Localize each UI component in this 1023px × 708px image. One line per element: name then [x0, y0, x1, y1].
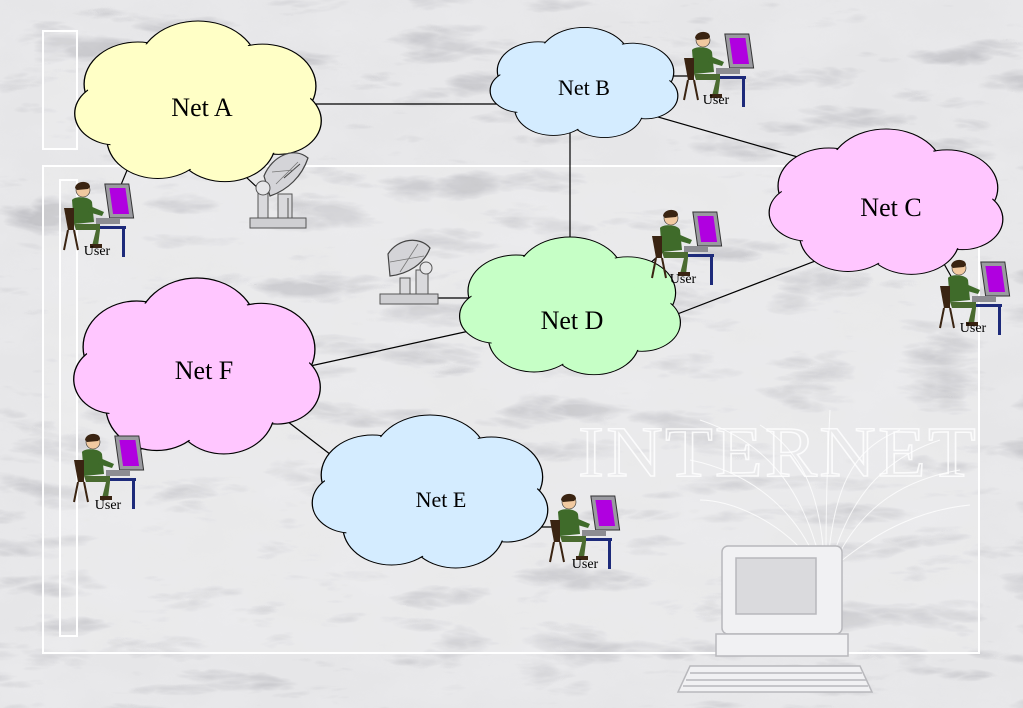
satellite-dish-icon	[379, 239, 439, 305]
net-f-label: Net F	[175, 356, 234, 385]
user-icon	[73, 433, 145, 509]
user-icons	[63, 31, 1011, 569]
net-b-label: Net B	[558, 75, 610, 100]
user-label-net-a: User	[84, 244, 111, 259]
internet-watermark: INTERNET	[577, 409, 978, 693]
satellite-dish-icon	[249, 152, 309, 229]
user-label-net-b: User	[703, 93, 730, 108]
user-icon	[63, 181, 135, 257]
link-d-f	[291, 325, 493, 371]
fiber-strands	[689, 409, 971, 563]
user-label-net-e: User	[572, 557, 599, 572]
link-c-d	[653, 252, 837, 324]
user-icon	[683, 31, 755, 107]
user-icon	[549, 493, 621, 569]
net-e-label: Net E	[416, 487, 467, 512]
watermark-text: INTERNET	[578, 412, 978, 492]
net-c-label: Net C	[860, 193, 921, 222]
user-icon	[939, 259, 1011, 335]
user-label-net-f: User	[95, 498, 122, 513]
net-a-label: Net A	[171, 93, 233, 122]
watermark-computer	[676, 545, 874, 693]
net-d-label: Net D	[541, 306, 604, 335]
user-label-net-d: User	[670, 272, 697, 287]
user-label-net-c: User	[960, 321, 987, 336]
user-icon	[651, 209, 723, 285]
